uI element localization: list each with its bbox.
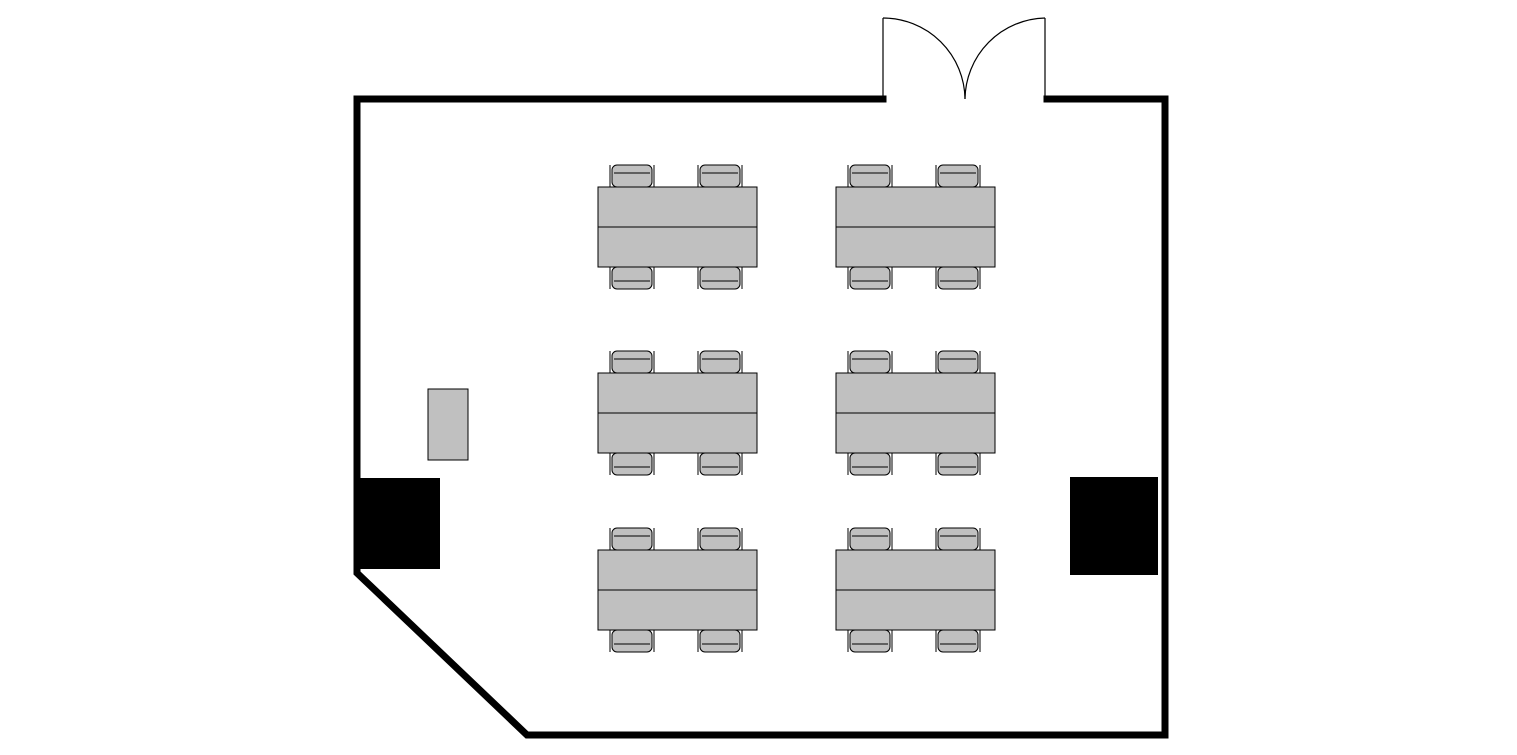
- table-6-chair-top-2[interactable]: [935, 527, 981, 551]
- chair-seat: [849, 266, 891, 290]
- table-1-chair-top-1[interactable]: [609, 164, 655, 188]
- wall-outline: [353, 95, 1169, 739]
- chair-seat: [849, 527, 891, 551]
- double-door[interactable]: [882, 17, 1046, 100]
- chair-seat: [849, 164, 891, 188]
- table-6-chair-bottom-1[interactable]: [847, 629, 893, 653]
- walls: [353, 95, 1169, 739]
- chair-seat: [699, 164, 741, 188]
- door-leaf-right-arc: [964, 17, 1046, 100]
- chair-seat: [611, 266, 653, 290]
- table-5-chair-top-1[interactable]: [609, 527, 655, 551]
- table-3-chair-bottom-2[interactable]: [697, 452, 743, 476]
- chair-seat: [611, 164, 653, 188]
- table-3-chair-top-2[interactable]: [697, 350, 743, 374]
- chair-seat: [937, 452, 979, 476]
- podium[interactable]: [427, 388, 469, 461]
- table-2-chair-bottom-1[interactable]: [847, 266, 893, 290]
- chair-seat: [699, 527, 741, 551]
- chair-seat: [611, 629, 653, 653]
- table-5-chair-bottom-2[interactable]: [697, 629, 743, 653]
- table-5-chair-bottom-1[interactable]: [609, 629, 655, 653]
- column-right: [1070, 477, 1158, 575]
- table-4-chair-bottom-1[interactable]: [847, 452, 893, 476]
- table-2-chair-top-2[interactable]: [935, 164, 981, 188]
- table-4-chair-bottom-2[interactable]: [935, 452, 981, 476]
- table-1-chair-bottom-2[interactable]: [697, 266, 743, 290]
- chair-seat: [699, 629, 741, 653]
- table-4-chair-top-1[interactable]: [847, 350, 893, 374]
- table-3[interactable]: [597, 350, 758, 476]
- chair-seat: [699, 452, 741, 476]
- table-5[interactable]: [597, 527, 758, 653]
- chair-seat: [849, 452, 891, 476]
- table-2-chair-top-1[interactable]: [847, 164, 893, 188]
- chair-seat: [611, 350, 653, 374]
- table-5-chair-top-2[interactable]: [697, 527, 743, 551]
- table-2-chair-bottom-2[interactable]: [935, 266, 981, 290]
- table-3-chair-top-1[interactable]: [609, 350, 655, 374]
- table-1-chair-top-2[interactable]: [697, 164, 743, 188]
- table-1[interactable]: [597, 164, 758, 290]
- chair-seat: [849, 350, 891, 374]
- chair-seat: [937, 527, 979, 551]
- column-left: [360, 478, 440, 569]
- chair-seat: [849, 629, 891, 653]
- chair-seat: [699, 350, 741, 374]
- chair-seat: [937, 629, 979, 653]
- chair-seat: [699, 266, 741, 290]
- chair-seat: [937, 266, 979, 290]
- tables-layer: [597, 164, 996, 653]
- chair-seat: [611, 452, 653, 476]
- table-4[interactable]: [835, 350, 996, 476]
- table-2[interactable]: [835, 164, 996, 290]
- table-6[interactable]: [835, 527, 996, 653]
- chair-seat: [937, 164, 979, 188]
- chair-seat: [937, 350, 979, 374]
- table-6-chair-bottom-2[interactable]: [935, 629, 981, 653]
- table-3-chair-bottom-1[interactable]: [609, 452, 655, 476]
- table-1-chair-bottom-1[interactable]: [609, 266, 655, 290]
- table-4-chair-top-2[interactable]: [935, 350, 981, 374]
- chair-seat: [611, 527, 653, 551]
- door-leaf-left-arc: [882, 17, 966, 100]
- table-6-chair-top-1[interactable]: [847, 527, 893, 551]
